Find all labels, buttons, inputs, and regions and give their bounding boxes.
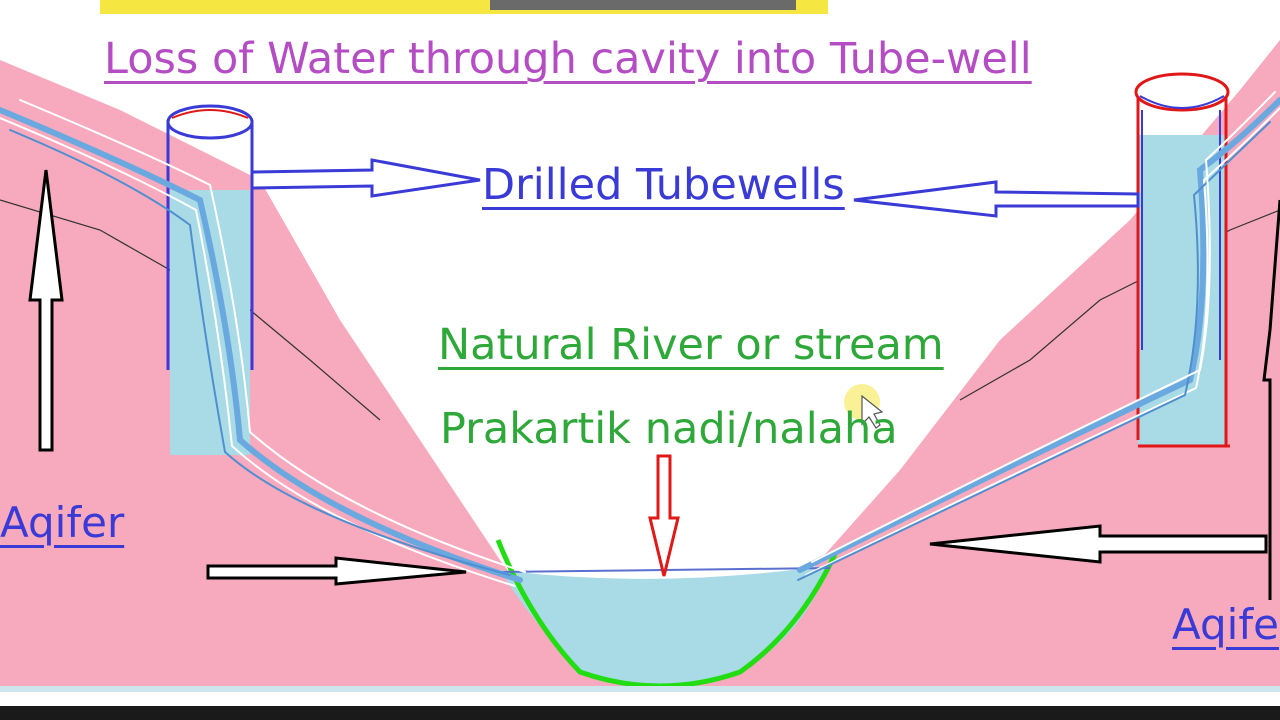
label-aquifer-left: Aqifer (0, 498, 125, 547)
soil-left-slope (0, 60, 640, 690)
bottom-bar (0, 706, 1280, 720)
label-natural-river: Natural River or stream (438, 320, 944, 370)
page-title: Loss of Water through cavity into Tube-w… (104, 34, 1032, 84)
right-water-streaks (797, 91, 1280, 581)
label-aquifer-right: Aqife (1172, 600, 1279, 649)
river-water (500, 565, 830, 685)
red-down-arrow (648, 454, 680, 577)
soil-right-slope (640, 40, 1280, 690)
river-outline (495, 539, 839, 689)
left-horizontal-arrow (206, 556, 467, 586)
arrow-left-well-to-label (250, 158, 481, 198)
arrow-right-well-to-label (853, 180, 1140, 218)
left-tubewell-top (166, 104, 254, 140)
right-tubewell-top-blue (1139, 95, 1225, 109)
cursor-pointer-icon (861, 394, 884, 429)
label-river-hindi: Prakartik nadi/nalaha (440, 404, 898, 454)
top-dark-strip (490, 0, 796, 10)
crack-line-right (959, 209, 1280, 401)
label-drilled-tubewells: Drilled Tubewells (482, 160, 845, 210)
left-water-streaks (0, 99, 526, 587)
bottom-band (0, 686, 1280, 692)
left-tubewell-top-red (171, 109, 249, 119)
right-up-arrow (1262, 199, 1280, 600)
right-tubewell-top (1134, 72, 1230, 112)
left-up-arrow (28, 169, 64, 452)
right-horizontal-arrow (929, 524, 1268, 564)
